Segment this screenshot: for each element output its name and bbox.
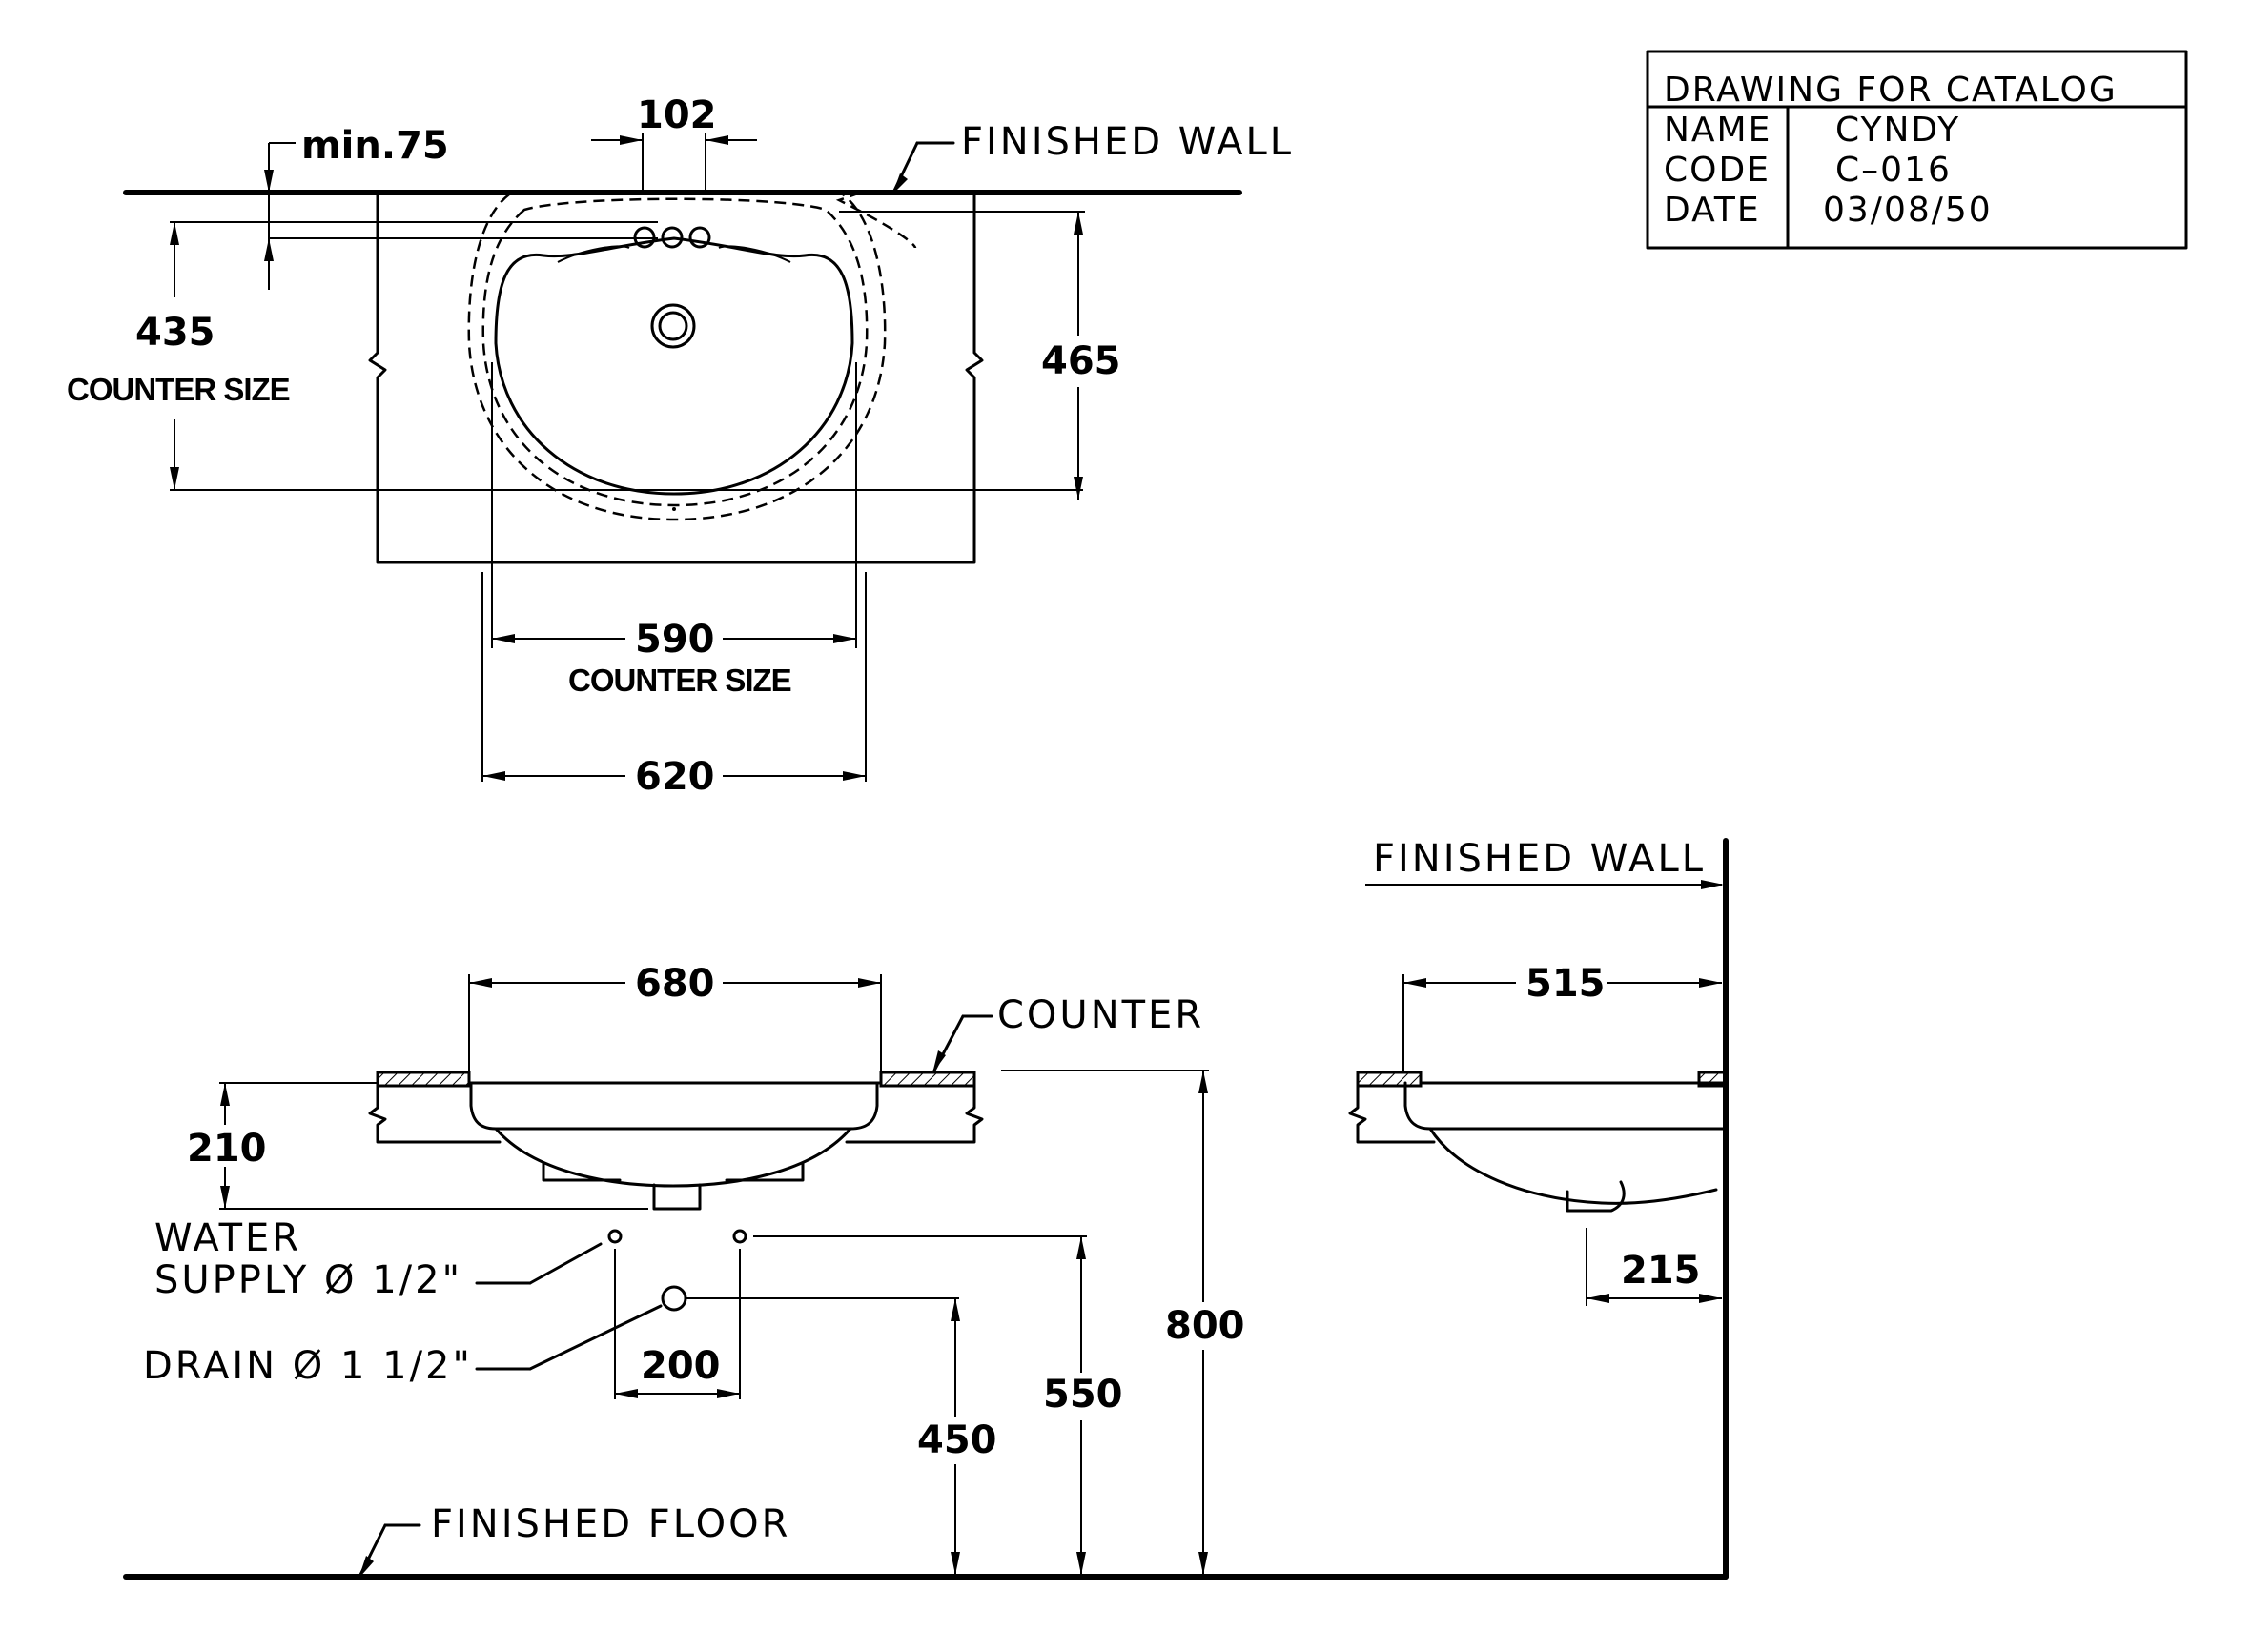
plan-faucet-hole-right [688, 226, 711, 249]
title-block-code-label: CODE [1664, 151, 1771, 190]
title-block-date-value: 03/08/50 [1823, 191, 1993, 230]
front-counter-left [376, 1071, 471, 1088]
water-supply-label-line1: WATER [154, 1216, 301, 1260]
dim-basin-width: 620 [635, 755, 715, 799]
floor-label: FINISHED FLOOR [431, 1502, 790, 1546]
dim-supply-spacing: 200 [641, 1344, 721, 1388]
dim-supply-height: 550 [1043, 1373, 1123, 1417]
drain-label: DRAIN Ø 1 1/2" [143, 1344, 473, 1388]
dim-front-width: 680 [635, 962, 715, 1006]
front-view: 680 COUNTER 210 WATER SUPPLY Ø 1/2" DRAI… [123, 962, 1729, 1580]
side-wall-label: FINISHED WALL [1373, 837, 1706, 881]
front-counter-right [879, 1071, 976, 1088]
title-block: DRAWING FOR CATALOG NAME CYNDY CODE C–01… [1646, 50, 2188, 250]
dim-drain-height: 450 [917, 1418, 997, 1462]
front-counter-label: COUNTER [997, 993, 1204, 1037]
title-block-date-label: DATE [1664, 191, 1761, 230]
title-block-name-value: CYNDY [1835, 111, 1960, 150]
dim-min-clearance: min.75 [301, 124, 449, 168]
dim-counter-width: 590 [635, 618, 715, 662]
plan-faucet-hole-center [661, 226, 684, 249]
dim-basin-depth: 465 [1041, 339, 1121, 383]
dim-faucet-spacing: 102 [637, 93, 717, 137]
front-basin-body [469, 1081, 879, 1188]
plan-wall-label: FINISHED WALL [961, 120, 1294, 164]
side-view: FINISHED WALL 515 215 [1348, 837, 1729, 1580]
dim-side-depth: 515 [1525, 962, 1606, 1006]
dim-counter-depth: 435 [135, 311, 215, 355]
water-supply-right-icon [732, 1229, 747, 1244]
plan-basin-bowl [494, 236, 854, 496]
plan-basin-rim-dashed [511, 192, 917, 249]
dim-basin-height: 210 [187, 1127, 267, 1171]
title-block-code-value: C–016 [1835, 151, 1952, 190]
water-supply-left-icon [607, 1229, 623, 1244]
plan-counter-outline [368, 191, 984, 564]
title-block-name-label: NAME [1664, 111, 1771, 150]
caption-counter-depth: COUNTER SIZE [67, 372, 290, 407]
water-supply-label-line2: SUPPLY Ø 1/2" [154, 1258, 462, 1302]
plan-drain-outer [650, 303, 696, 349]
caption-counter-width: COUNTER SIZE [568, 663, 791, 698]
title-block-heading: DRAWING FOR CATALOG [1664, 71, 2118, 110]
side-basin-body [1403, 1081, 1726, 1131]
drain-icon [661, 1285, 687, 1312]
plan-drain-inner [658, 311, 688, 341]
dim-counter-height: 800 [1165, 1304, 1245, 1348]
dim-drain-offset: 215 [1621, 1249, 1701, 1293]
plan-view: FINISHED WALL 102 [67, 93, 1294, 799]
